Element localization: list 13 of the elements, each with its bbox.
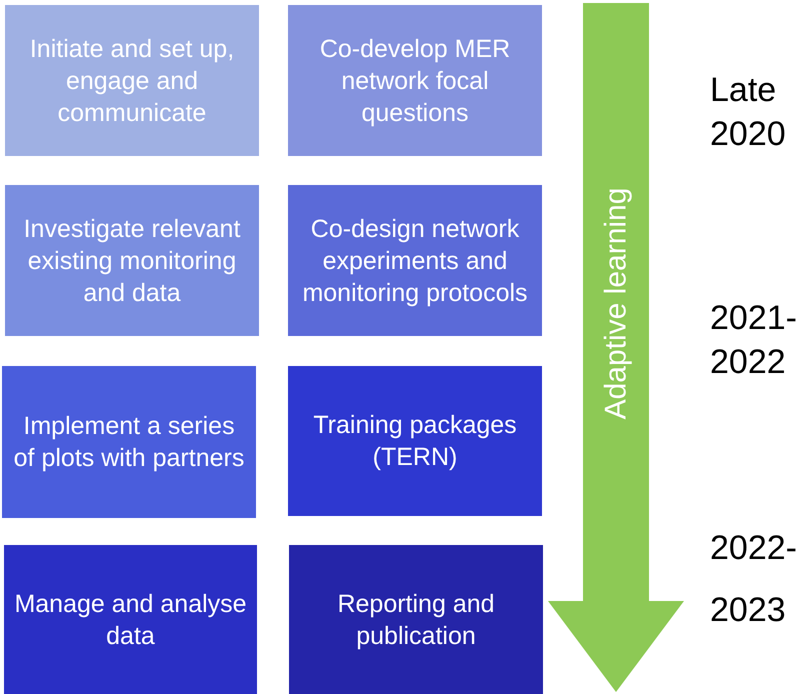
year-label: 2022-: [710, 528, 798, 569]
process-box: Initiate and set up, engage and communicate: [5, 5, 259, 156]
process-box: Manage and analyse data: [4, 545, 257, 694]
process-box: Investigate relevant existing monitoring and data: [5, 185, 259, 336]
process-box: Training packages (TERN): [288, 366, 542, 516]
year-label: 2023: [710, 590, 787, 631]
arrow-label: Adaptive learning: [598, 187, 634, 419]
process-box: Co-design network experiments and monitoring protocols: [288, 185, 542, 336]
process-box: Co-develop MER network focal questions: [288, 5, 542, 156]
year-label: Late 2020: [710, 70, 787, 155]
year-label: 2021- 2022: [710, 298, 798, 383]
process-box: Implement a series of plots with partners: [2, 366, 256, 518]
process-box: Reporting and publication: [289, 545, 543, 694]
